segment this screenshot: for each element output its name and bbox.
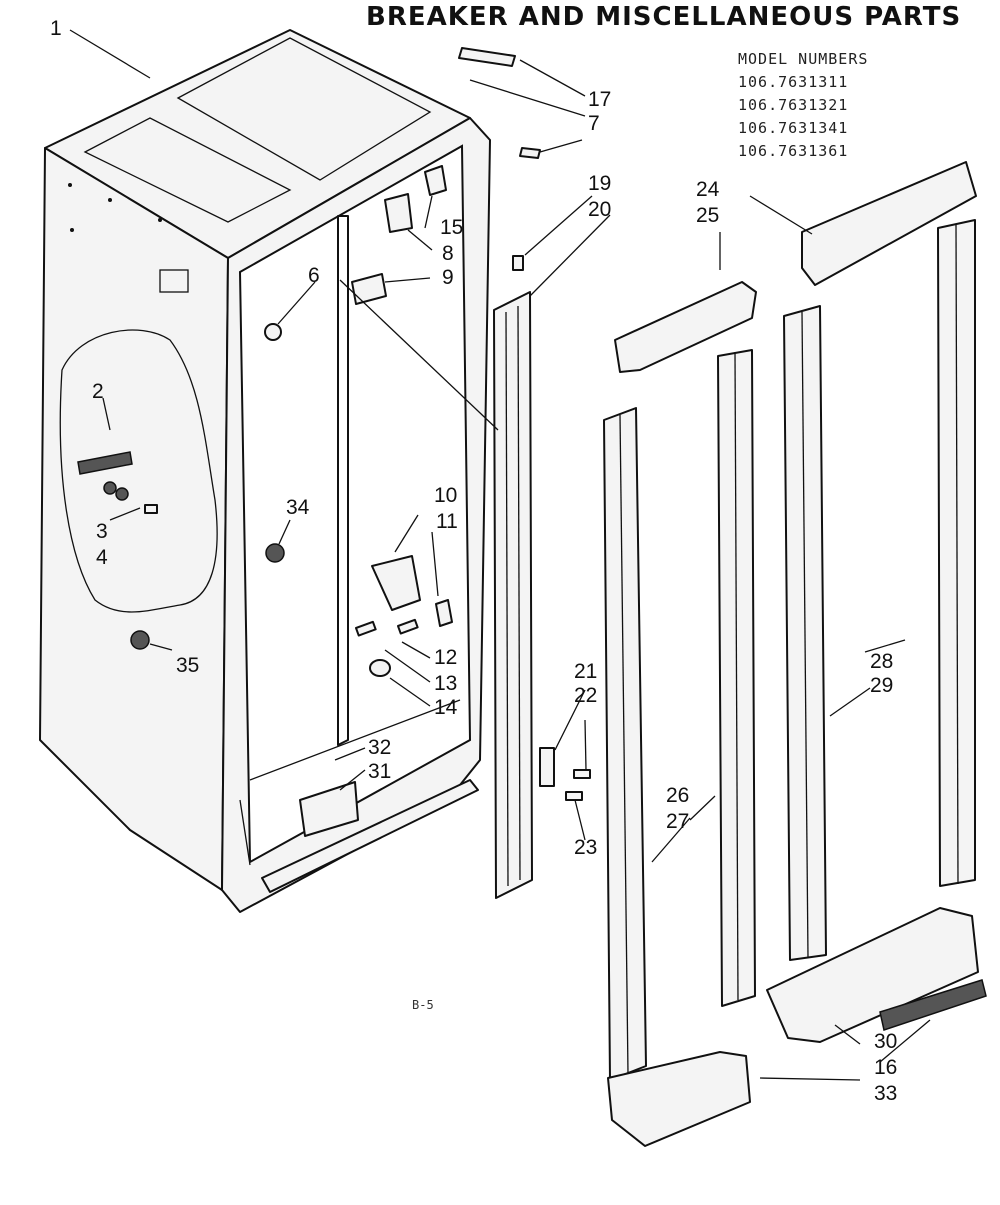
callout-7: 7	[588, 112, 600, 135]
cabinet-label-plate	[159, 269, 189, 293]
model-numbers-block: MODEL NUMBERS 106.7631311 106.7631321 10…	[738, 48, 868, 163]
grille-strip	[879, 979, 987, 1031]
center-mullion-trim	[493, 291, 533, 899]
breaker-bottom-left	[607, 1051, 751, 1147]
cabinet	[39, 29, 491, 913]
grommet	[265, 543, 285, 563]
callout-23: 23	[574, 836, 597, 859]
callout-14: 14	[434, 696, 458, 719]
callout-13: 13	[434, 672, 457, 695]
callout-17: 17	[588, 88, 611, 111]
callout-4: 4	[96, 546, 108, 569]
diagram-title: BREAKER AND MISCELLANEOUS PARTS	[366, 2, 962, 32]
callout-12: 12	[434, 646, 457, 669]
callout-8: 8	[442, 242, 454, 265]
hinge-plate	[539, 747, 555, 787]
clip	[351, 273, 387, 305]
callout-29: 29	[870, 674, 893, 697]
cam-block	[371, 555, 421, 611]
callout-11: 11	[436, 510, 458, 533]
callout-33: 33	[874, 1082, 897, 1105]
callout-27: 27	[666, 810, 689, 833]
screw	[397, 618, 419, 635]
breaker-strip-left	[603, 407, 647, 1081]
screw	[519, 147, 541, 159]
breaker-trim-parts	[493, 161, 987, 1147]
model-numbers-header: MODEL NUMBERS	[738, 50, 869, 68]
breaker-bottom-right	[766, 907, 979, 1043]
switch	[424, 165, 447, 196]
callout-26: 26	[666, 784, 689, 807]
cabinet-opening	[238, 144, 472, 864]
callout-20: 20	[588, 198, 611, 221]
callout-22: 22	[574, 684, 597, 707]
switch-bracket	[384, 193, 413, 233]
callout-25: 25	[696, 204, 719, 227]
callout-28: 28	[870, 650, 893, 673]
callout-10: 10	[434, 484, 457, 507]
breaker-bracket	[77, 451, 133, 475]
leader-lines	[69, 29, 931, 1081]
callout-21: 21	[574, 660, 597, 683]
callout-31: 31	[368, 760, 391, 783]
cabinet-top-panel	[83, 117, 292, 223]
breaker-top-right	[801, 161, 977, 286]
cabinet-bottom-edge	[249, 699, 461, 781]
callout-35: 35	[176, 654, 199, 677]
screw	[144, 504, 158, 514]
breaker-top-left	[614, 281, 757, 373]
screw	[354, 620, 377, 637]
parts-hardware	[77, 47, 591, 837]
cam-cap	[435, 599, 453, 627]
callout-labels: 1 2 3 4 6 7 8 9 10 11 12 13 14 15 16 17 …	[50, 17, 897, 1105]
plug	[369, 659, 391, 677]
hinge-bracket	[299, 781, 359, 837]
callout-3: 3	[96, 520, 108, 543]
callout-32: 32	[368, 736, 391, 759]
callout-15: 15	[440, 216, 463, 239]
cutaway-section	[59, 329, 218, 613]
callout-30: 30	[874, 1030, 897, 1053]
callout-2: 2	[92, 380, 104, 403]
callout-16: 16	[874, 1056, 897, 1079]
washer	[103, 481, 117, 495]
screw	[458, 47, 516, 67]
washer	[115, 487, 129, 501]
callout-19: 19	[588, 172, 611, 195]
cabinet-top-panel	[176, 37, 432, 181]
callout-1: 1	[50, 17, 62, 40]
callout-9: 9	[442, 266, 454, 289]
model-number: 106.7631341	[738, 119, 849, 137]
screw	[512, 255, 524, 271]
plug-button	[264, 323, 282, 341]
screw	[573, 769, 591, 779]
screw	[565, 791, 583, 801]
cabinet-side	[39, 147, 229, 891]
callout-24: 24	[696, 178, 720, 201]
cabinet-divider	[337, 215, 349, 746]
grommet	[130, 630, 150, 650]
callout-6: 6	[308, 264, 320, 287]
model-number: 106.7631321	[738, 96, 849, 114]
cabinet-bottom-rail	[261, 779, 479, 893]
cabinet-bottom-edge	[239, 799, 251, 866]
callout-34: 34	[286, 496, 310, 519]
model-number: 106.7631311	[738, 73, 849, 91]
model-number: 106.7631361	[738, 142, 849, 160]
page-code: B-5	[412, 998, 434, 1012]
